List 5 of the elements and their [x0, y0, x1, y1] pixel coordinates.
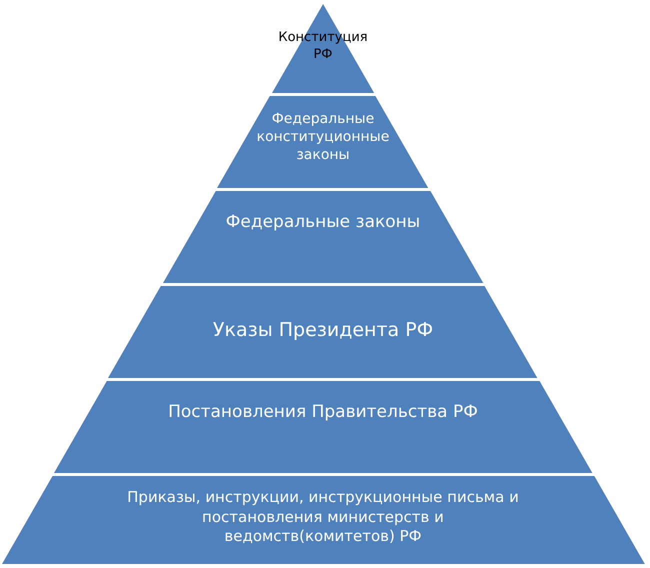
tier-label: Постановления Правительства РФ	[167, 401, 479, 424]
tier-label: Указы Президента РФ	[212, 318, 434, 343]
tier-label: Федеральные законы	[224, 211, 422, 234]
tier-label: Приказы, инструкции, инструкционные письма и постановления министерств и ведомств(комитетов) РФ	[126, 488, 520, 546]
tier-label: Федеральные конституционные законы	[256, 110, 390, 165]
